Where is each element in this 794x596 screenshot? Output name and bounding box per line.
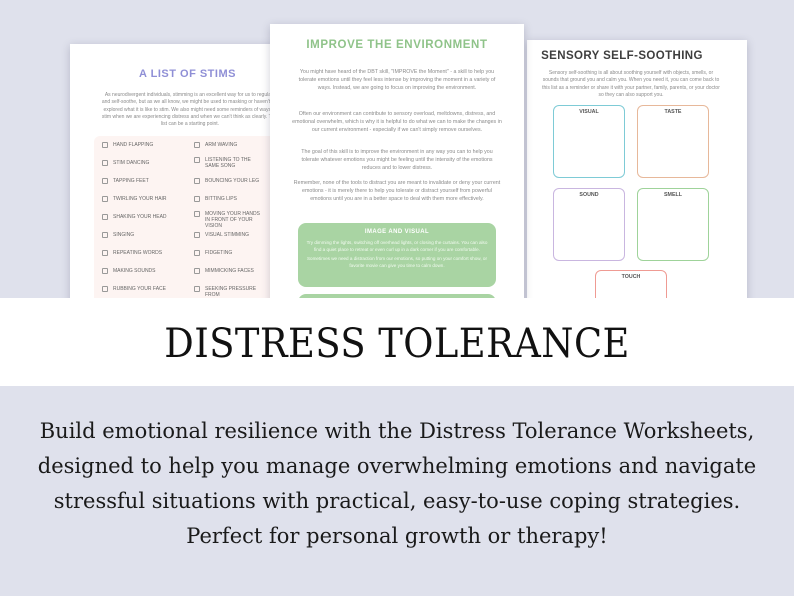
sensory-worksheet: SENSORY SELF-SOOTHING Sensory self-sooth… (527, 40, 747, 300)
sense-box-taste: TASTE (637, 105, 709, 178)
description-line: Build emotional resilience with the Dist… (39, 419, 755, 443)
stims-intro: As neurodivergent individuals, stimming … (101, 92, 279, 127)
stim-item: BOUNCING YOUR LEG (194, 178, 264, 184)
checkbox-icon (194, 211, 200, 217)
next-card (298, 294, 496, 300)
stim-item: ARM WAVING (194, 142, 264, 148)
description-line: stressful situations with practical, eas… (53, 489, 741, 513)
stim-item: FIDGETING (194, 250, 264, 256)
checkbox-icon (194, 268, 200, 274)
checkbox-icon (194, 157, 200, 163)
stim-item: MOVING YOUR HANDS IN FRONT OF YOUR VISIO… (194, 211, 264, 229)
stim-item: MIMMICKING FACES (194, 268, 264, 274)
checkbox-icon (102, 250, 108, 256)
checkbox-icon (194, 286, 200, 292)
checkbox-icon (102, 268, 108, 274)
stims-list: HAND FLAPPING STIM DANCING TAPPING FEET … (94, 136, 280, 300)
environment-paragraph: You might have heard of the DBT skill, "… (298, 69, 496, 91)
card-title: IMAGE AND VISUAL (364, 229, 430, 235)
stims-title: A LIST OF STIMS (139, 68, 236, 80)
worksheet-preview: A LIST OF STIMS As neurodivergent indivi… (70, 24, 747, 300)
sensory-intro: Sensory self-soothing is all about sooth… (542, 70, 720, 98)
card-text: Sometimes we need a distraction from our… (306, 255, 487, 268)
image-visual-card: IMAGE AND VISUAL Try dimming the lights,… (298, 223, 496, 287)
stims-worksheet: A LIST OF STIMS As neurodivergent indivi… (70, 44, 280, 300)
stim-item: RUBBING YOUR FACE (102, 286, 172, 292)
sense-box-touch: TOUCH (595, 270, 667, 300)
environment-paragraph: Often our environment can contribute to … (292, 111, 502, 133)
sense-box-smell: SMELL (637, 188, 709, 261)
stim-item: STIM DANCING (102, 160, 172, 166)
stim-item: HAND FLAPPING (102, 142, 172, 148)
environment-title: IMPROVE THE ENVIRONMENT (306, 39, 488, 51)
environment-paragraph: Remember, none of the tools to distract … (293, 180, 501, 202)
stim-item: TWIRLING YOUR HAIR (102, 196, 172, 202)
stim-item: SINGING (102, 232, 172, 238)
title-banner: DISTRESS TOLERANCE (0, 298, 794, 386)
stim-item: MAKING SOUNDS (102, 268, 172, 274)
stim-item: REPEATING WORDS (102, 250, 172, 256)
environment-paragraph: The goal of this skill is to improve the… (301, 149, 493, 171)
checkbox-icon (102, 232, 108, 238)
checkbox-icon (102, 178, 108, 184)
product-description: Build emotional resilience with the Dist… (0, 414, 794, 554)
stim-item: BITTING LIPS (194, 196, 264, 202)
stim-item: SHAKING YOUR HEAD (102, 214, 172, 220)
checkbox-icon (194, 196, 200, 202)
checkbox-icon (194, 250, 200, 256)
stim-item: TAPPING FEET (102, 178, 172, 184)
sense-box-visual: VISUAL (553, 105, 625, 178)
checkbox-icon (102, 196, 108, 202)
checkbox-icon (194, 178, 200, 184)
stim-item: SEEKING PRESSURE FROM (194, 286, 264, 298)
environment-worksheet: IMPROVE THE ENVIRONMENT You might have h… (270, 24, 524, 300)
checkbox-icon (102, 142, 108, 148)
page-title: DISTRESS TOLERANCE (164, 321, 630, 367)
description-line: designed to help you manage overwhelming… (37, 454, 757, 478)
sensory-title: SENSORY SELF-SOOTHING (541, 50, 703, 62)
checkbox-icon (194, 232, 200, 238)
stim-item: VISUAL STIMMING (194, 232, 264, 238)
checkbox-icon (102, 286, 108, 292)
sense-box-sound: SOUND (553, 188, 625, 261)
checkbox-icon (102, 160, 108, 166)
stim-item: LISTENING TO THE SAME SONG (194, 157, 264, 169)
card-text: Try dimming the lights, switching off ov… (306, 240, 488, 252)
checkbox-icon (102, 214, 108, 220)
checkbox-icon (194, 142, 200, 148)
description-line: Perfect for personal growth or therapy! (186, 524, 608, 548)
